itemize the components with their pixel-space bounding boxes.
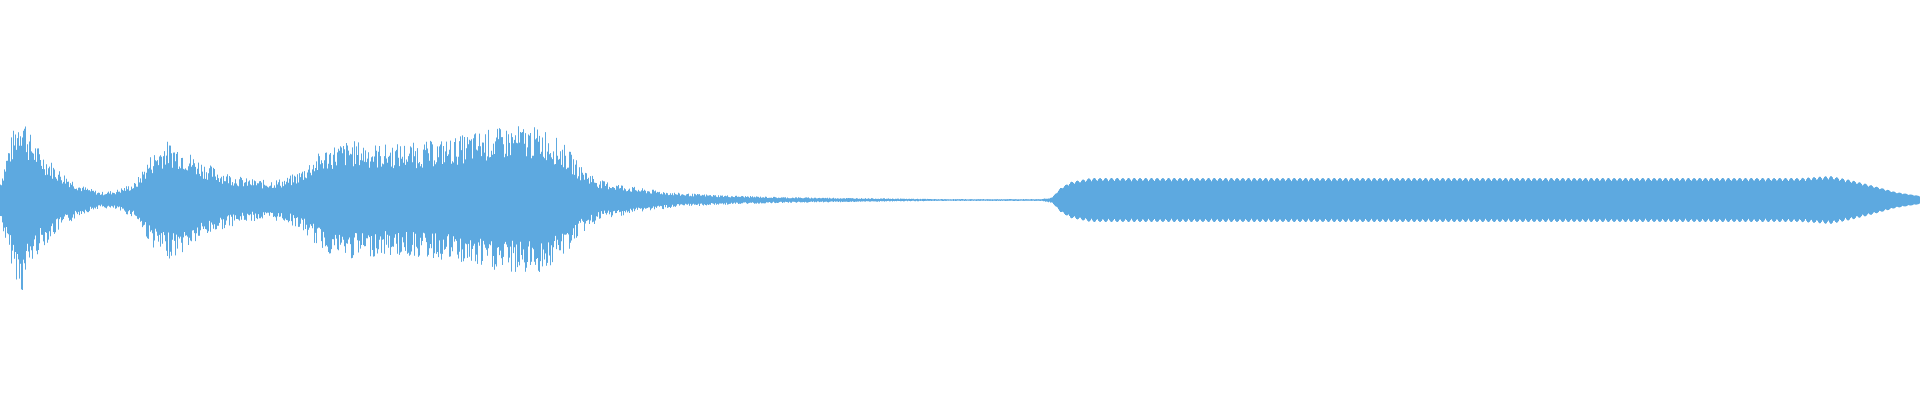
waveform-trace: [0, 126, 1920, 290]
